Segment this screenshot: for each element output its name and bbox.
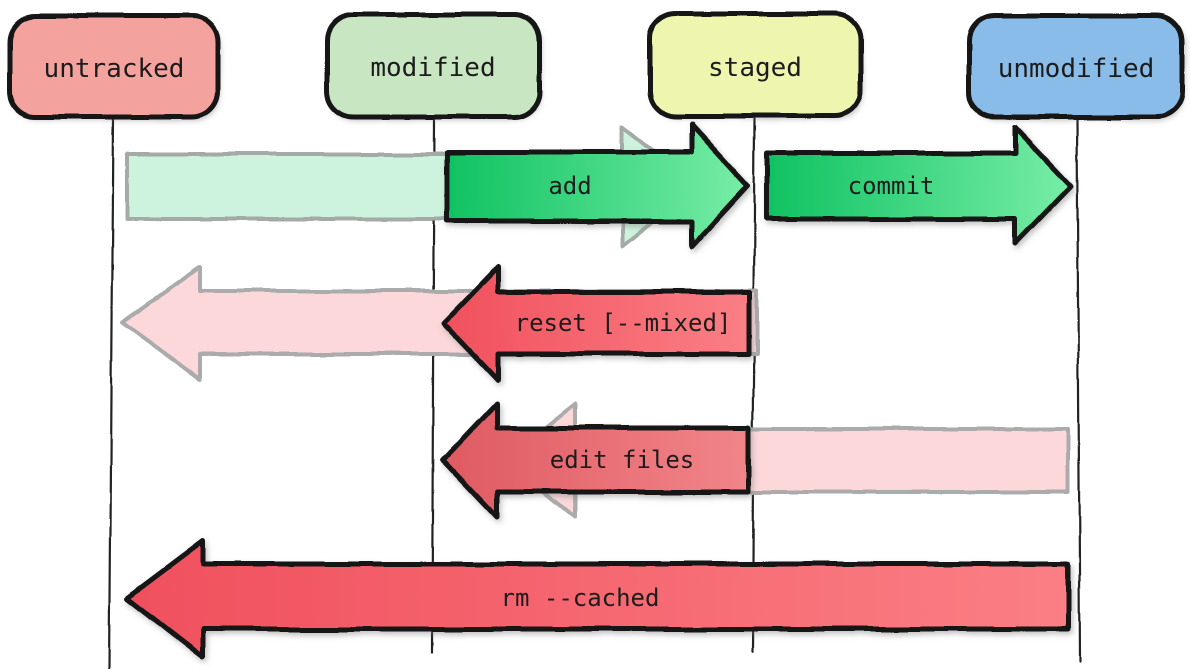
ghost-arrow-reset-to-untracked-outline [120,265,759,381]
state-label-modified: modified [370,53,495,83]
ghost-arrow-unmodified-to-modified-outline [503,402,1070,519]
state-box-modified-outline [324,12,543,120]
arrow-label-commit: commit [848,172,935,200]
state-box-modified [327,15,540,117]
state-label-unmodified: unmodified [998,54,1155,84]
state-box-untracked-outline [7,13,221,120]
state-box-staged [650,14,861,116]
state-box-unmodified-outline [966,13,1186,120]
arrow-label-rm-cached: rm --cached [501,584,660,612]
state-box-unmodified [969,16,1183,117]
state-box-staged-outline [647,11,864,119]
state-label-staged: staged [708,53,802,83]
arrow-rm-cached [124,538,1071,660]
arrow-reset-mixed [441,264,752,383]
arrow-edit-files [440,400,751,520]
arrow-commit [764,124,1074,247]
state-label-untracked: untracked [44,54,185,84]
arrow-add [444,122,751,250]
lifeline-untracked [107,116,115,669]
arrow-label-edit-files: edit files [550,446,695,474]
arrow-label-add: add [548,172,591,200]
lifeline-unmodified [1075,116,1082,662]
arrow-label-reset-mixed: reset [--mixed] [515,309,732,337]
state-box-untracked [10,16,218,117]
